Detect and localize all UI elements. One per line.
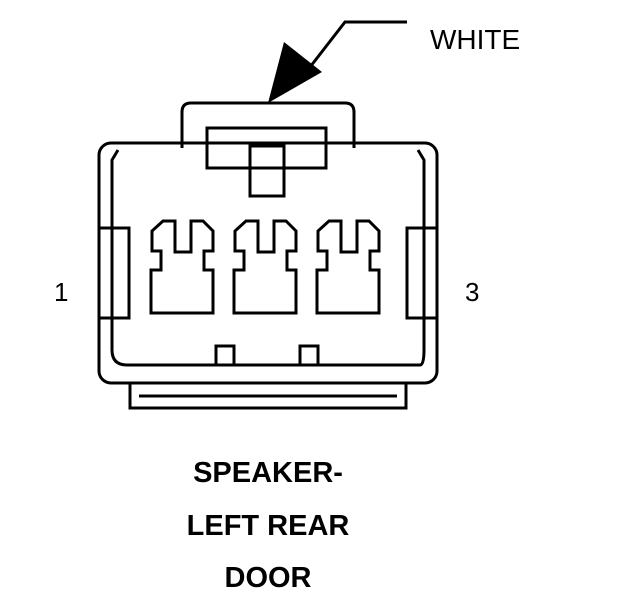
connector-latch [180, 101, 356, 198]
callout-leader [298, 20, 407, 81]
terminal-cavity-2 [232, 219, 298, 315]
connector-body [97, 141, 439, 410]
callout-arrowhead [268, 42, 322, 103]
pin-number-right: 3 [465, 277, 480, 307]
terminal-cavity-3 [315, 219, 381, 315]
terminal-cavity-1 [149, 219, 215, 315]
caption-line-3: DOOR [224, 562, 312, 594]
caption-line-2: LEFT REAR [186, 510, 350, 542]
pin-number-left: 1 [54, 277, 69, 307]
caption-line-1: SPEAKER- [193, 457, 343, 489]
color-callout-label: WHITE [430, 24, 521, 55]
